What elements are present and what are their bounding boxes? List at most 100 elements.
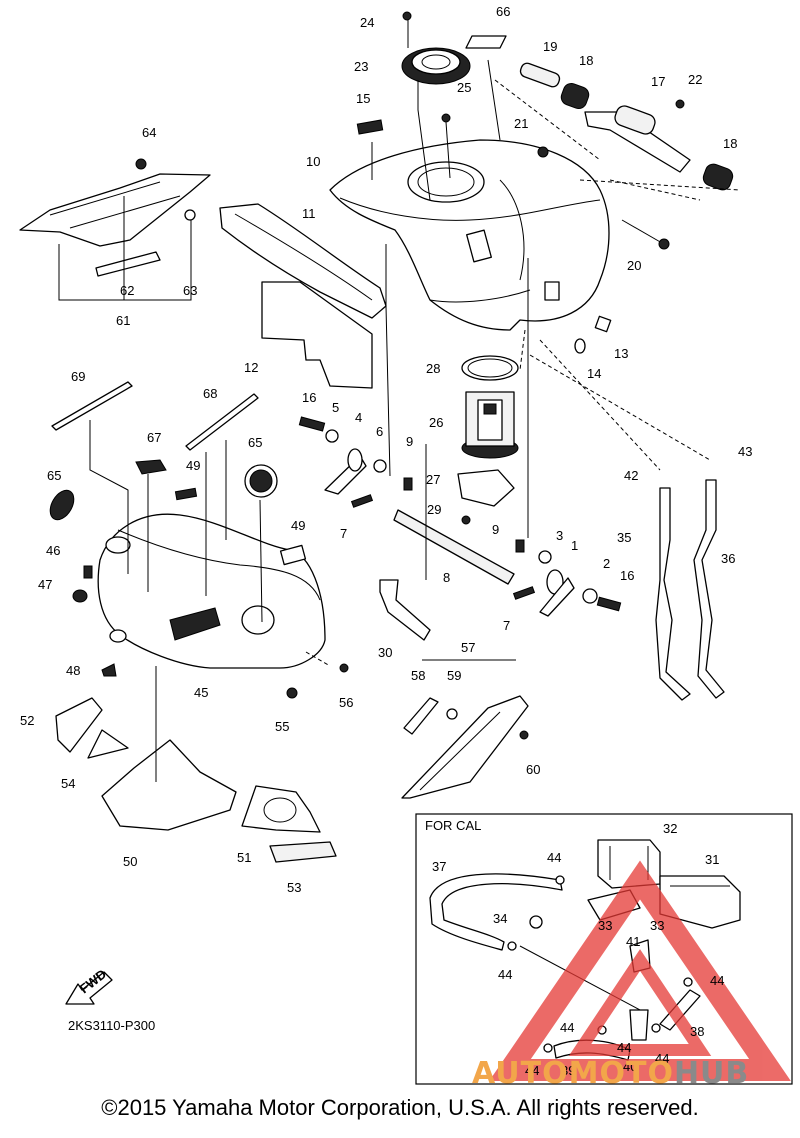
callout-number: 39 <box>561 1063 575 1078</box>
clip-48 <box>101 663 117 677</box>
callout-number: 65 <box>248 435 262 450</box>
callout-number: 9 <box>492 522 499 537</box>
callout-number: 40 <box>623 1059 637 1074</box>
callout-number: 22 <box>688 72 702 87</box>
plate-27 <box>457 469 515 507</box>
callout-number: 38 <box>690 1024 704 1039</box>
washer-14 <box>574 338 586 354</box>
cover-53 <box>269 841 337 863</box>
callout-number: 37 <box>432 859 446 874</box>
callout-number: 12 <box>244 360 258 375</box>
callout-number: 32 <box>663 821 677 836</box>
callout-number: 36 <box>721 551 735 566</box>
sticker-15 <box>356 119 384 135</box>
copyright: ©2015 Yamaha Motor Corporation, U.S.A. A… <box>101 1095 699 1120</box>
callout-number: 18 <box>579 53 593 68</box>
callout-number: 56 <box>339 695 353 710</box>
callout-number: 44 <box>617 1040 631 1055</box>
panel-57 <box>401 695 529 799</box>
pad-49a <box>174 487 198 501</box>
oring-28 <box>461 355 519 381</box>
callout-number: 10 <box>306 154 320 169</box>
callout-number: 47 <box>38 577 52 592</box>
hose-route <box>519 329 711 471</box>
callout-number: 65 <box>47 468 61 483</box>
emblem-65-right <box>244 464 278 498</box>
cover-52 <box>55 697 103 753</box>
inset-title: FOR CAL <box>425 818 482 833</box>
watermark-text: AUTOMOTOHUB <box>472 1056 749 1091</box>
callout-number: 8 <box>443 570 450 585</box>
callout-number: 44 <box>560 1020 574 1035</box>
cover-50 <box>101 739 237 831</box>
bolt-56 <box>339 663 349 673</box>
callout-number: 5 <box>332 400 339 415</box>
callout-number: 44 <box>655 1051 669 1066</box>
grommet-47 <box>72 589 88 603</box>
duct-11 <box>219 203 387 319</box>
callout-number: 27 <box>426 472 440 487</box>
callout-number: 58 <box>411 668 425 683</box>
callout-number: 28 <box>426 361 440 376</box>
callout-number: 45 <box>194 685 208 700</box>
strip-69 <box>51 381 133 431</box>
grommet-55 <box>286 687 298 699</box>
part-67 <box>135 459 167 475</box>
mount-rod-8 <box>298 416 622 617</box>
callout-number: 67 <box>147 430 161 445</box>
callout-number: 44 <box>710 973 724 988</box>
callout-number: 64 <box>142 125 156 140</box>
callout-number: 50 <box>123 854 137 869</box>
callout-number: 61 <box>116 313 130 328</box>
callout-number: 29 <box>427 502 441 517</box>
grommet-13 <box>594 315 612 333</box>
bracket-17 <box>494 62 741 250</box>
callout-number: 23 <box>354 59 368 74</box>
callout-number: 53 <box>287 880 301 895</box>
callout-number: 63 <box>183 283 197 298</box>
callout-number: 25 <box>457 80 471 95</box>
fuel-tank <box>329 139 610 331</box>
callout-number: 33 <box>598 918 612 933</box>
cover-54 <box>87 729 129 759</box>
callout-number: 9 <box>406 434 413 449</box>
callout-number: 33 <box>650 918 664 933</box>
watermark-part2: HUB <box>673 1056 750 1091</box>
callout-number: 62 <box>120 283 134 298</box>
callout-number: 20 <box>627 258 641 273</box>
fwd-arrow: FWD <box>65 966 113 1005</box>
callout-number: 31 <box>705 852 719 867</box>
fuel-pump-26 <box>461 391 519 459</box>
callout-number: 7 <box>503 618 510 633</box>
callout-number: 6 <box>376 424 383 439</box>
callout-number: 15 <box>356 91 370 106</box>
callout-number: 59 <box>447 668 461 683</box>
cover-12 <box>261 281 373 389</box>
label-66 <box>465 35 507 49</box>
cover-61 <box>19 158 211 277</box>
callout-number: 51 <box>237 850 251 865</box>
callout-number: 69 <box>71 369 85 384</box>
strip-68 <box>185 393 259 451</box>
callout-number: 55 <box>275 719 289 734</box>
callout-number: 44 <box>547 850 561 865</box>
callout-number: 41 <box>626 934 640 949</box>
callout-number: 68 <box>203 386 217 401</box>
callout-number: 52 <box>20 713 34 728</box>
callout-number: 54 <box>61 776 75 791</box>
callout-number: 24 <box>360 15 374 30</box>
callout-number: 3 <box>556 528 563 543</box>
emblem-65-left <box>49 489 75 521</box>
callout-number: 11 <box>302 206 316 221</box>
callout-number: 60 <box>526 762 540 777</box>
callout-number: 7 <box>340 526 347 541</box>
callout-number: 16 <box>302 390 316 405</box>
callout-number: 16 <box>620 568 634 583</box>
watermark-logo <box>489 860 791 1081</box>
callout-number: 35 <box>617 530 631 545</box>
tank-cover-45 <box>97 513 331 669</box>
diagram-code: 2KS3110-P300 <box>68 1018 156 1033</box>
callout-number: 2 <box>603 556 610 571</box>
callout-number: 30 <box>378 645 392 660</box>
